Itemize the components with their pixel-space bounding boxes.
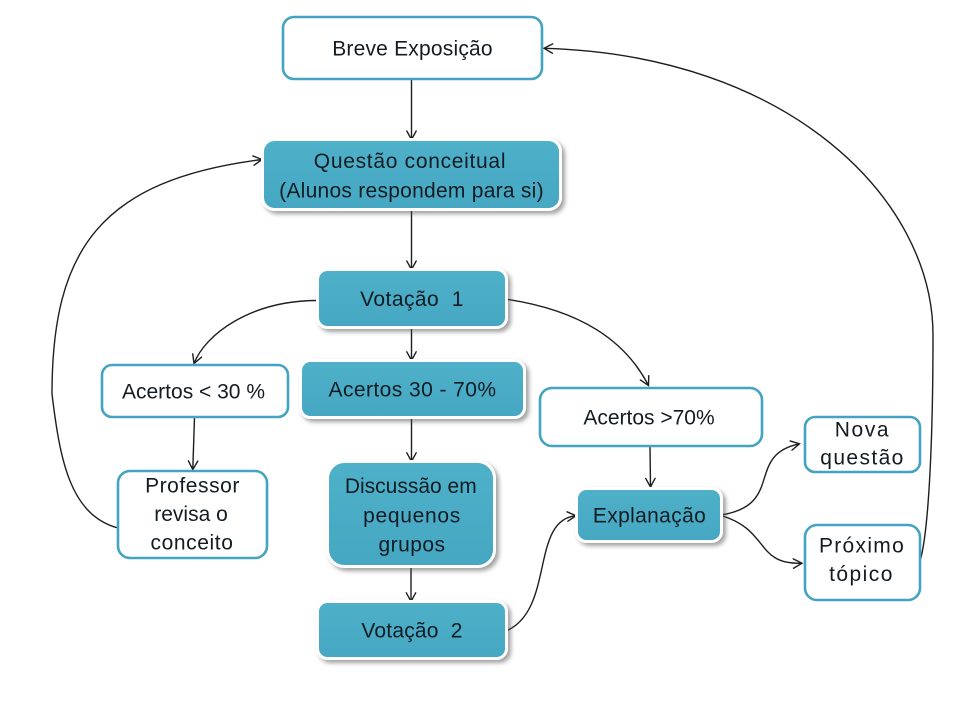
svg-text:revisa o: revisa o: [154, 503, 228, 526]
svg-text:Acertos < 30 %: Acertos < 30 %: [122, 381, 265, 404]
svg-text:Questão conceitual: Questão conceitual: [314, 150, 506, 173]
svg-text:tópico: tópico: [829, 563, 894, 586]
svg-text:pequenos: pequenos: [363, 504, 461, 527]
svg-text:Professor: Professor: [145, 475, 240, 498]
svg-text:Acertos >70%: Acertos >70%: [583, 407, 714, 430]
svg-text:Discussão em: Discussão em: [345, 475, 477, 498]
svg-text:Votação 1: Votação 1: [360, 288, 464, 311]
svg-text:grupos: grupos: [379, 534, 446, 557]
svg-text:Acertos 30 - 70%: Acertos 30 - 70%: [329, 379, 497, 402]
svg-text:questão: questão: [820, 447, 905, 470]
svg-text:Nova: Nova: [835, 419, 890, 442]
svg-text:Explanação: Explanação: [593, 505, 706, 528]
svg-text:(Alunos respondem para si): (Alunos respondem para si): [279, 180, 544, 203]
svg-text:conceito: conceito: [150, 532, 233, 555]
svg-text:Próximo: Próximo: [819, 535, 905, 558]
svg-text:Votação 2: Votação 2: [361, 620, 462, 643]
svg-text:Breve Exposição: Breve Exposição: [332, 37, 493, 60]
